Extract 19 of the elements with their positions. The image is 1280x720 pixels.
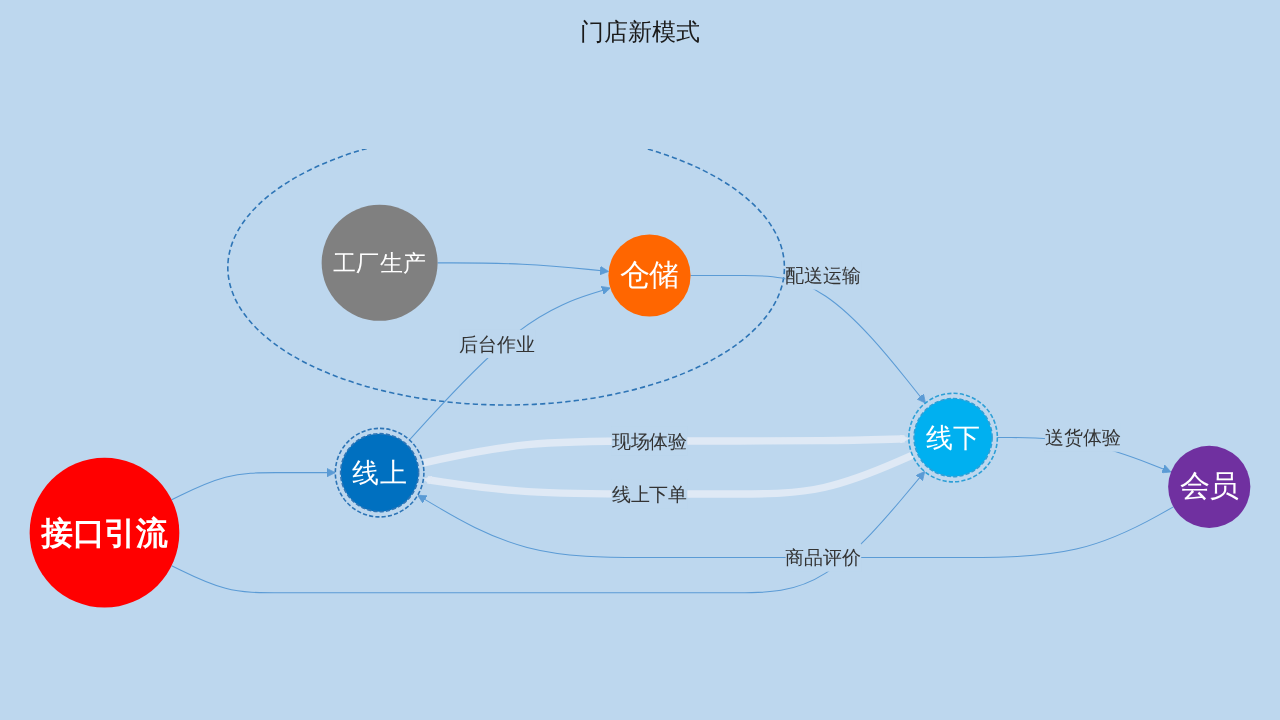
arrow [171, 468, 336, 501]
node-circle: 接口引流 [29, 457, 180, 608]
node-circle: 工厂生产 [321, 204, 438, 321]
edge-label: 配送运输 [785, 264, 862, 287]
title: 门店新模式 [580, 17, 700, 48]
node-circle: 仓储 [608, 234, 691, 317]
node-circle: 会员 [1168, 445, 1251, 528]
arrow [690, 274, 926, 404]
edge-label: 现场体验 [611, 429, 688, 453]
node-circle: 线上 [334, 427, 425, 518]
arrow [417, 494, 1174, 558]
node-circle: 线下 [908, 392, 999, 483]
edge-label: 商品评价 [785, 546, 862, 569]
edge-label: 线上下单 [611, 482, 688, 506]
arrow [408, 286, 611, 441]
edge-label: 后台作业 [459, 332, 536, 355]
arrow [171, 471, 926, 594]
arrow [437, 262, 609, 276]
edge-label: 送货体验 [1044, 426, 1121, 449]
